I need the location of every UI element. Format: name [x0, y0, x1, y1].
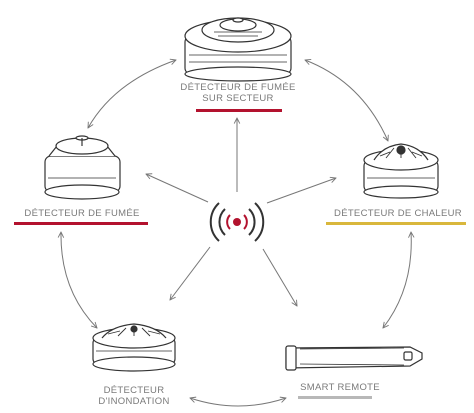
label-mains-line2: SUR SECTEUR	[202, 93, 274, 104]
spoke-to-heat	[266, 178, 336, 204]
smart-remote-icon	[285, 345, 423, 371]
mains-smoke-detector-icon	[184, 17, 292, 82]
label-mains-smoke-detector: DÉTECTEUR DE FUMÉE SUR SECTEUR	[168, 82, 308, 104]
label-flood-line1: DÉTECTEUR	[103, 385, 165, 396]
heat-detector-icon	[363, 143, 439, 199]
link-smoke-flood	[61, 232, 97, 328]
link-mains-smoke	[88, 60, 176, 128]
link-heat-remote	[383, 232, 411, 328]
label-smoke-line1: DÉTECTEUR DE FUMÉE	[24, 208, 140, 219]
underline-heat	[326, 222, 466, 225]
link-flood-remote	[190, 398, 286, 407]
label-heat-detector: DÉTECTEUR DE CHALEUR	[324, 208, 472, 219]
label-heat-line1: DÉTECTEUR DE CHALEUR	[334, 208, 462, 219]
label-remote-line1: SMART REMOTE	[300, 382, 380, 393]
underline-mains	[196, 109, 282, 112]
smoke-detector-icon	[44, 135, 121, 200]
underline-smoke	[14, 222, 148, 225]
label-mains-line1: DÉTECTEUR DE FUMÉE	[180, 82, 296, 93]
underline-remote	[298, 396, 372, 399]
link-mains-heat	[305, 60, 388, 141]
label-flood-detector: DÉTECTEUR D'INONDATION	[84, 385, 184, 407]
flood-detector-icon	[92, 323, 176, 372]
spoke-to-smoke	[146, 174, 209, 203]
label-smoke-detector: DÉTECTEUR DE FUMÉE	[12, 208, 152, 219]
label-smart-remote: SMART REMOTE	[295, 382, 385, 393]
spoke-to-flood	[170, 246, 211, 300]
spoke-to-remote	[262, 248, 297, 306]
label-flood-line2: D'INONDATION	[98, 396, 170, 407]
wireless-signal-icon	[209, 202, 265, 242]
